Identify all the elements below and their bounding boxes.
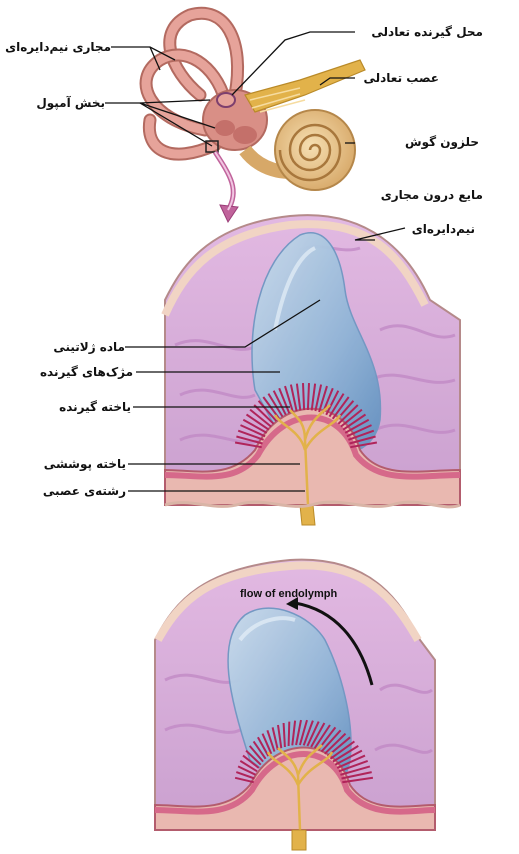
stereocilium [284, 723, 285, 747]
label-vestibular-nerve: عصب تعادلی [364, 71, 440, 85]
label-receptor-cilia: مژک‌های گیرنده [40, 365, 133, 379]
label-balance-receptor-site: محل گیرنده تعادلی [371, 25, 483, 39]
stereocilium [289, 722, 290, 746]
stereocilium [303, 383, 304, 410]
label-canal-fluid-line2: نیم‌دایره‌ای [412, 222, 475, 236]
label-ampulla: بخش آمپول [36, 96, 105, 110]
label-semicircular-canals: مجاری نیم‌دایره‌ای [5, 40, 111, 54]
ampulla-crista-deflected [155, 560, 435, 850]
ampulla-crista-rest [125, 215, 460, 525]
vestibular-nerve [245, 60, 365, 112]
label-nerve-fiber: رشته‌ی عصبی [43, 484, 126, 498]
label-receptor-cell: یاخته گیرنده [59, 400, 131, 414]
label-flow-of-endolymph: flow of endolymph [240, 588, 337, 600]
label-cochlea: حلزون گوش [405, 135, 479, 149]
inner-ear-overview [105, 13, 365, 222]
label-canal-fluid-line1: مایع درون مجاری [381, 188, 483, 202]
label-gelatinous-substance: ماده ژلاتینی [53, 340, 125, 354]
label-epithelial-cell: یاخته پوششی [44, 457, 126, 471]
stereocilium [308, 383, 309, 410]
